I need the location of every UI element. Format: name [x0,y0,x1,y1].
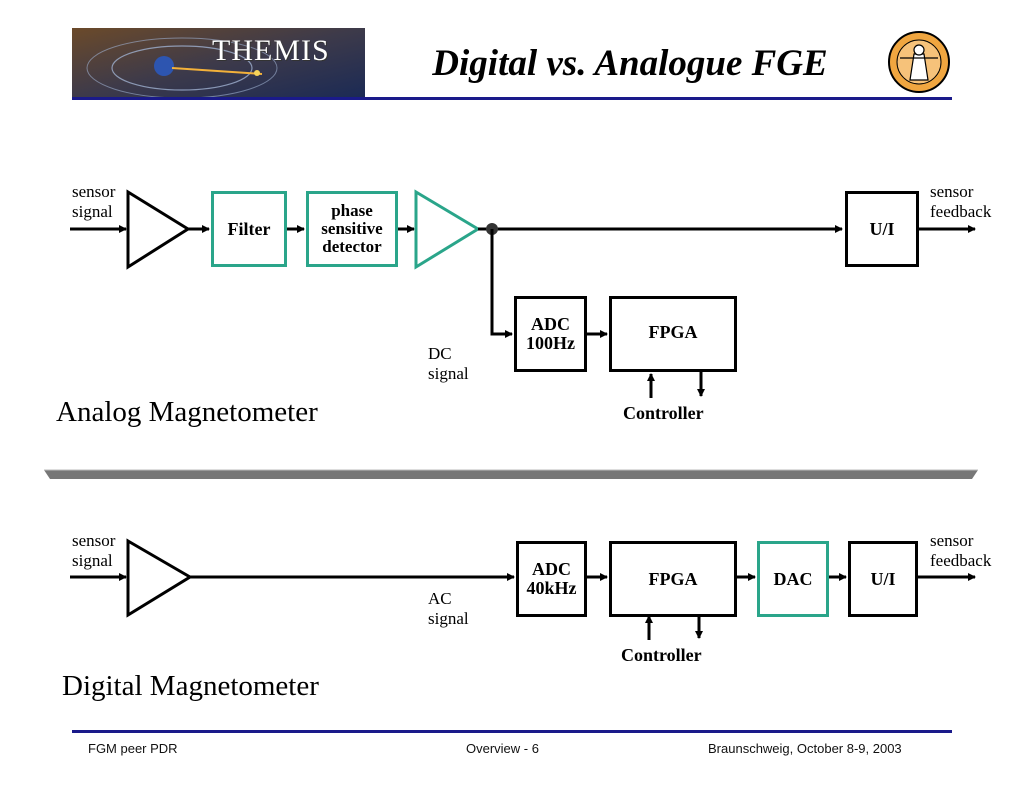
page-title: Digital vs. Analogue FGE [432,43,828,84]
filter-block: Filter [211,191,287,267]
themis-banner-graphic [72,28,365,98]
footer-right: Braunschweig, October 8-9, 2003 [708,741,902,756]
ui-block-analog: U/I [845,191,919,267]
fpga-block-analog: FPGA [609,296,737,372]
controller-label-analog: Controller [623,403,704,423]
analog-caption: Analog Magnetometer [56,396,318,428]
footer-center: Overview - 6 [466,741,539,756]
dac-block: DAC [757,541,829,617]
header-rule [72,97,952,100]
analog-amplifier-1 [126,189,191,270]
themis-logo-banner: THEMIS [72,28,365,98]
controller-label-digital: Controller [621,645,702,665]
section-separator [44,470,978,479]
fpga-block-digital: FPGA [609,541,737,617]
themis-seal-icon [886,28,952,96]
analog-amplifier-2 [414,189,481,270]
digital-amplifier [126,538,193,618]
footer-rule [72,730,952,733]
digital-caption: Digital Magnetometer [62,670,319,702]
arrow-to-adc [490,229,513,338]
themis-logo-text: THEMIS [212,34,330,67]
ui-block-digital: U/I [848,541,918,617]
footer-left: FGM peer PDR [88,741,178,756]
